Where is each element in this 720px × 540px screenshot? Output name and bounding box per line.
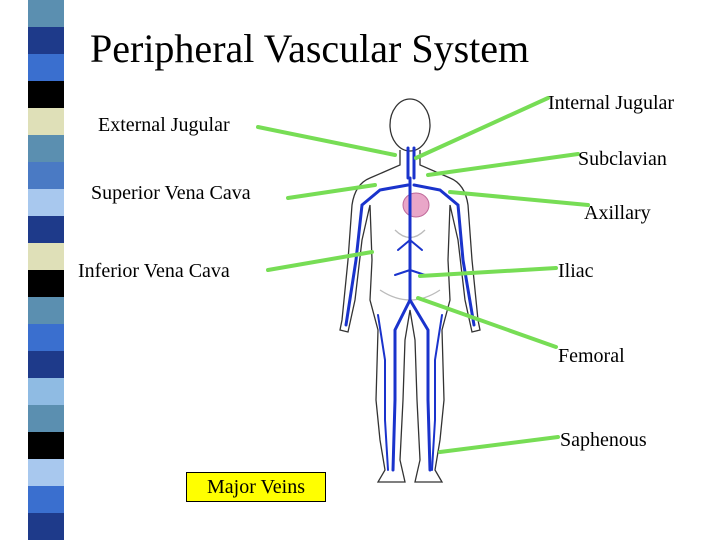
stripe-block: [28, 459, 64, 486]
stripe-block: [28, 135, 64, 162]
stripe-block: [28, 81, 64, 108]
label-axillary: Axillary: [584, 202, 651, 224]
stripe-block: [28, 108, 64, 135]
stripe-block: [28, 486, 64, 513]
label-subclavian: Subclavian: [578, 148, 667, 170]
stripe-block: [28, 27, 64, 54]
stripe-block: [28, 432, 64, 459]
label-iliac: Iliac: [558, 260, 594, 282]
stripe-block: [28, 297, 64, 324]
heart-shape: [402, 192, 430, 218]
stripe-block: [28, 189, 64, 216]
label-inferior-vena-cava: Inferior Vena Cava: [78, 260, 230, 282]
vein-network: [344, 146, 476, 472]
decorative-stripe: [28, 0, 64, 540]
stripe-block: [28, 324, 64, 351]
stripe-block: [28, 162, 64, 189]
label-saphenous: Saphenous: [560, 429, 647, 451]
stripe-block: [28, 0, 64, 27]
label-superior-vena-cava: Superior Vena Cava: [91, 182, 251, 204]
legend-box: Major Veins: [186, 472, 326, 502]
label-internal-jugular: Internal Jugular: [548, 92, 675, 114]
stripe-block: [28, 243, 64, 270]
stripe-block: [28, 351, 64, 378]
leader-lines: [256, 96, 590, 454]
stripe-block: [28, 405, 64, 432]
stripe-block: [28, 513, 64, 540]
label-femoral: Femoral: [558, 345, 625, 367]
slide-title: Peripheral Vascular System: [90, 26, 530, 71]
label-external-jugular: External Jugular: [98, 114, 230, 136]
stripe-block: [28, 54, 64, 81]
stripe-block: [28, 216, 64, 243]
stripe-block: [28, 378, 64, 405]
stripe-block: [28, 270, 64, 297]
